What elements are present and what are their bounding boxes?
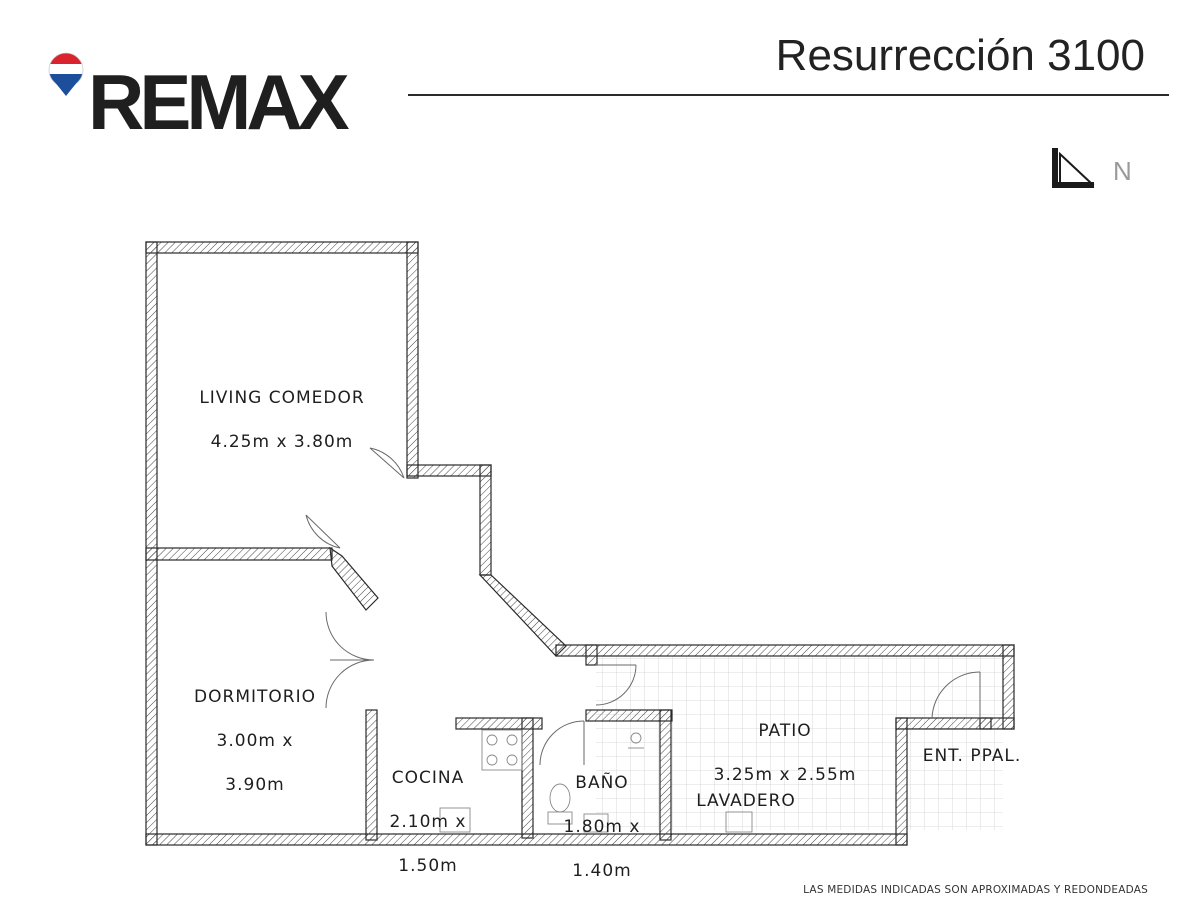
room-living-name: LIVING COMEDOR <box>199 388 365 408</box>
room-bano-name: BAÑO <box>575 773 629 793</box>
fixtures <box>439 729 753 833</box>
remax-balloon-icon <box>48 52 84 96</box>
measurements-disclaimer: LAS MEDIDAS INDICADAS SON APROXIMADAS Y … <box>803 884 1148 896</box>
property-address: Resurrección 3100 <box>775 31 1145 80</box>
kitchen-sink <box>439 807 471 833</box>
remax-logo: REMAX <box>48 52 358 144</box>
north-arrow-icon <box>1052 148 1095 188</box>
room-dormitorio-label: DORMITORIO 3.00m x 3.90m <box>180 664 330 818</box>
room-living-size: 4.25m x 3.80m <box>210 432 354 452</box>
room-living-label: LIVING COMEDOR 4.25m x 3.80m <box>176 365 388 475</box>
room-bano-size-1: 1.80m x <box>563 817 641 837</box>
room-bano-size-2: 1.40m <box>572 861 632 881</box>
room-dormitorio-size-1: 3.00m x <box>216 731 294 751</box>
room-lavadero-label: LAVADERO <box>696 791 796 811</box>
room-cocina-name: COCINA <box>391 768 465 788</box>
header-rule <box>408 94 1169 96</box>
shower <box>630 732 642 744</box>
room-dormitorio-size-2: 3.90m <box>225 775 285 795</box>
stove <box>481 729 523 771</box>
room-cocina-label: COCINA 2.10m x 1.50m <box>378 745 478 899</box>
laundry-sink <box>725 811 753 833</box>
room-patio-name: PATIO <box>758 721 812 741</box>
entrance-label: ENT. PPAL. <box>922 746 1022 766</box>
north-label: N <box>1113 156 1132 186</box>
room-cocina-size-1: 2.10m x <box>389 812 467 832</box>
room-patio-size: 3.25m x 2.55m <box>713 765 857 785</box>
room-patio-label: PATIO 3.25m x 2.55m <box>680 698 890 808</box>
room-bano-label: BAÑO 1.80m x 1.40m <box>550 750 654 904</box>
doors <box>305 447 981 766</box>
room-cocina-size-2: 1.50m <box>398 856 458 876</box>
room-dormitorio-name: DORMITORIO <box>194 687 316 707</box>
walls <box>145 241 1015 846</box>
bath-sink <box>583 813 609 833</box>
brand-wordmark: REMAX <box>88 58 350 146</box>
